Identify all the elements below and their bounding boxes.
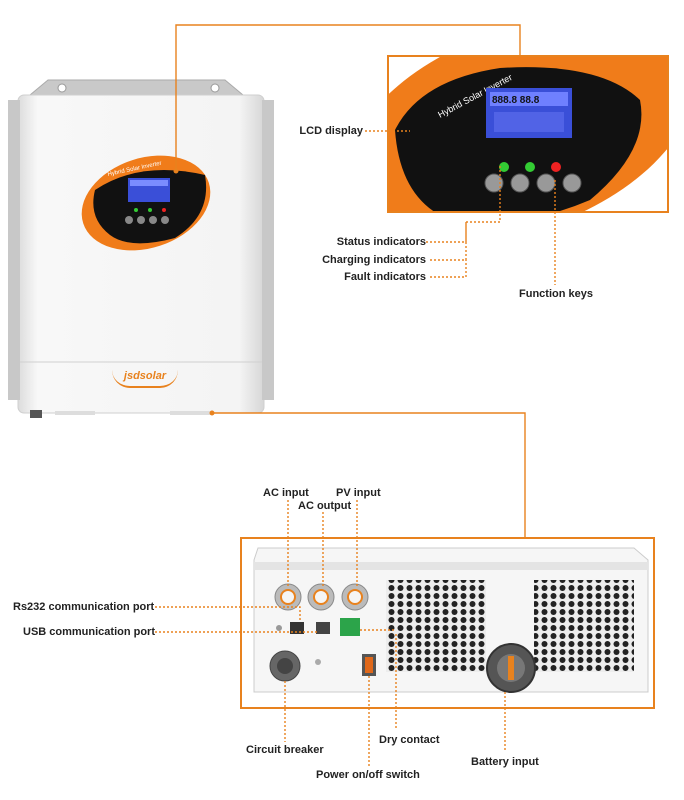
power-switch-label: Power on/off switch — [316, 769, 420, 781]
ac-output-label: AC output — [298, 500, 352, 512]
rs232-port-label: Rs232 communication port — [13, 601, 155, 613]
brand-logo: jsdsolar — [112, 370, 178, 388]
front-panel-zoom: Hybrid Solar Inverter 888.8 88.8 — [387, 55, 669, 213]
battery-input-label: Battery input — [471, 756, 539, 768]
usb-port-label: USB communication port — [23, 626, 156, 638]
status-indicators-label: Status indicators — [336, 236, 426, 248]
circuit-breaker-label: Circuit breaker — [246, 744, 324, 756]
fault-indicators-label: Fault indicators — [344, 271, 426, 283]
top-leader-lines — [175, 24, 556, 538]
pv-input-label: PV input — [336, 487, 381, 499]
bottom-panel-view — [240, 537, 655, 709]
lcd-display-label: LCD display — [299, 125, 363, 137]
bottom-leader-lines — [155, 500, 506, 767]
ac-input-label: AC input — [263, 487, 309, 499]
dry-contact-label: Dry contact — [379, 734, 440, 746]
function-keys-label: Function keys — [519, 288, 593, 300]
inverter-front-view: Hybrid Solar Inverter — [8, 79, 274, 418]
svg-text:888.8 88.8: 888.8 88.8 — [492, 95, 540, 106]
charging-indicators-label: Charging indicators — [322, 254, 426, 266]
